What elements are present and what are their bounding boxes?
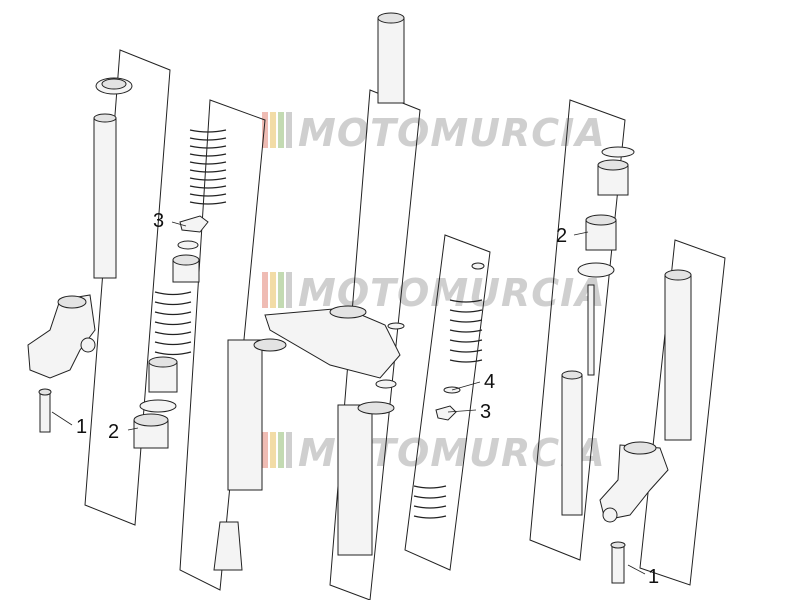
callout-3-right: 3: [480, 401, 491, 423]
right-oil-seal: [577, 262, 615, 278]
leader-1-left: [51, 411, 73, 426]
upper-spring: [189, 129, 227, 205]
bottom-spring: [413, 485, 447, 519]
damper-tube: [561, 374, 583, 516]
outer-fork-tube: [227, 339, 263, 491]
group-outline-left: [84, 49, 171, 526]
right-axle-boss: [602, 507, 618, 523]
right-slider-bracket: [599, 444, 669, 521]
callout-3-center: 3: [153, 210, 164, 232]
right-slider-top: [623, 441, 657, 455]
right-fork-bolt: [611, 544, 625, 584]
bushing-top: [172, 254, 200, 266]
watermark-top: MOTOMURCIA: [262, 111, 606, 155]
leader-4-right: [451, 381, 481, 391]
leader-3-center: [171, 221, 187, 227]
lower-spring: [154, 291, 192, 356]
right-tube-top: [664, 269, 692, 281]
leader-lines: [51, 221, 646, 575]
damper-rod: [587, 284, 595, 376]
upper-stanchion: [377, 17, 405, 104]
right-bushing-upper: [597, 164, 629, 196]
right-inner-tube: [664, 274, 692, 441]
watermark-bottom: MOTOMURCIA: [262, 431, 605, 475]
leader-2-left: [127, 427, 139, 431]
stanchion-top: [377, 12, 405, 24]
small-spring: [449, 299, 483, 363]
right-bolt-head: [610, 541, 626, 549]
center-fork-tube: [337, 404, 373, 556]
washer: [177, 240, 199, 250]
leader-3-right: [447, 409, 477, 413]
lower-retainer: [435, 405, 457, 421]
fork-slider-bracket: [27, 294, 96, 379]
callout-2-left: 2: [108, 421, 119, 443]
leader-2-right: [573, 231, 589, 236]
center-left-spring-assembly: [133, 129, 287, 571]
right-bushing-lower-top: [585, 214, 617, 226]
center-right-spring-assembly: [413, 262, 485, 519]
bushing-b-top: [133, 413, 169, 427]
fork-bolt: [39, 391, 51, 433]
spring-retainer: [179, 215, 209, 233]
oil-seal-inner: [101, 78, 127, 90]
inner-fork-tube: [93, 117, 117, 279]
group-outline-right: [529, 99, 626, 561]
axle-boss: [80, 337, 96, 353]
group-outline-center-right: [404, 234, 491, 571]
right-circlip: [601, 146, 635, 158]
yoke-bushing: [375, 379, 397, 389]
bolt-head: [38, 388, 52, 396]
callout-1-right: 1: [648, 566, 659, 588]
callout-2-right: 2: [556, 225, 567, 247]
group-outline-center-left: [179, 99, 266, 591]
bushing-a-top: [148, 356, 178, 368]
center-steering-assembly: [264, 12, 405, 556]
right-fork-leg-assembly: [599, 269, 692, 584]
damper-tube-top: [561, 370, 583, 380]
yoke-washer: [387, 322, 405, 330]
damper-cartridge: [213, 521, 243, 571]
leader-1-right: [627, 564, 646, 575]
outer-tube-top: [253, 338, 287, 352]
slider-top: [57, 295, 87, 309]
circlip: [139, 399, 177, 413]
top-cap: [471, 262, 485, 270]
center-tube-top: [357, 401, 395, 415]
watermark-text: MOTOMURCIA: [298, 111, 606, 155]
callout-1-left: 1: [76, 416, 87, 438]
yoke-collar: [329, 305, 367, 319]
right-bushing-top: [597, 159, 629, 171]
callout-4-right: 4: [484, 371, 495, 393]
right-rod-assembly: [561, 146, 635, 516]
left-fork-leg-assembly: [27, 77, 133, 433]
tube-top: [93, 113, 117, 123]
